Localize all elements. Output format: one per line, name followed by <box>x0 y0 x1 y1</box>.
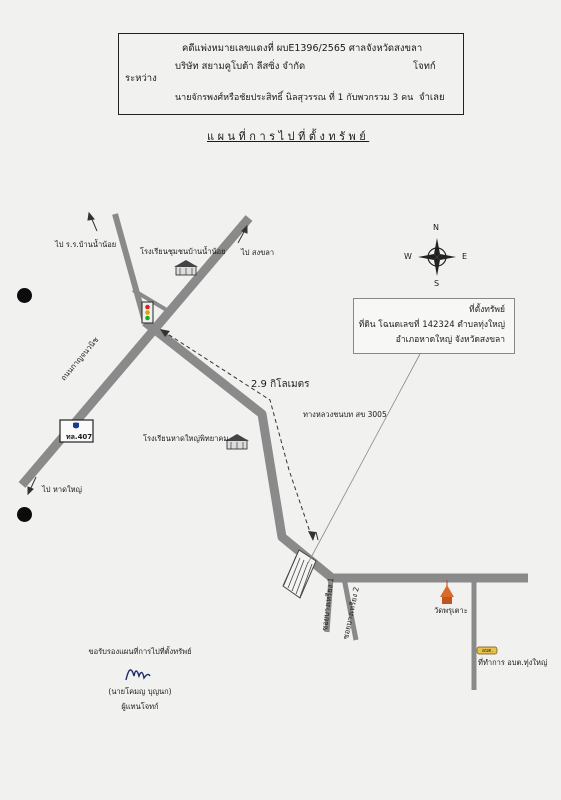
traffic-light-icon <box>141 301 154 324</box>
label-to-ban-nam-noi: ไป ร.ร.บ้านน้ำน้อย <box>55 240 117 249</box>
highway-sign-icon <box>59 419 94 443</box>
defendant-role: จำเลย <box>419 92 445 103</box>
label-school-ban-nam-noi: โรงเรียนชุมชนบ้านน้ำน้อย <box>140 247 226 256</box>
temple-icon <box>440 580 454 604</box>
callout-title: ที่ตั้งทรัพย์ <box>468 305 505 315</box>
label-temple: วัดพรุเตาะ <box>434 606 468 615</box>
label-school-hat-yai-phitthayakhom: โรงเรียนหาดใหญ่พิทยาคม <box>143 434 229 443</box>
case-number: คดีแพ่งหมายเลขแดงที่ ผบE1396/2565 ศาลจัง… <box>182 43 423 54</box>
arrow-icon-ban-nam-noi <box>87 211 98 232</box>
map-title: แผนที่การไปที่ตั้งทรัพย์ <box>207 130 370 143</box>
property-callout: ที่ตั้งทรัพย์ ที่ดิน โฉนดเลขที่ 142324 ต… <box>353 298 515 354</box>
label-to-songkhla: ไป สงขลา <box>241 248 275 257</box>
compass-icon <box>418 238 456 276</box>
rural-road-3005 <box>142 318 528 583</box>
connector-road <box>131 288 172 314</box>
plaintiff-name: บริษัท สยามคูโบต้า ลีสซิ่ง จำกัด <box>175 61 306 72</box>
arrow-icon-songkhla <box>237 224 248 244</box>
signature-block: ขอรับรองแผนที่การไปที่ตั้งทรัพย์ (นายโคม… <box>60 646 220 713</box>
handwritten-signature <box>125 669 151 681</box>
compass-e: E <box>462 252 468 261</box>
school-icon-ban-nam-noi <box>174 260 198 276</box>
between-label: ระหว่าง <box>125 73 157 84</box>
punch-hole-bottom <box>17 507 32 522</box>
compass-s: S <box>434 279 440 288</box>
punch-hole-top <box>17 288 32 303</box>
defendant-name: นายจักรพงศ์หรือชัยประสิทธิ์ นิลสุวรรณ ที… <box>175 93 414 103</box>
label-sao-sign: อบต. <box>482 648 494 654</box>
signature-certify-text: ขอรับรองแผนที่การไปที่ตั้งทรัพย์ <box>88 647 192 656</box>
signature-role: ผู้แทนโจทก์ <box>121 702 159 711</box>
label-rural-road-3005: ทางหลวงชนบท สข 3005 <box>303 410 387 419</box>
compass-n: N <box>433 223 439 232</box>
school-icon-hat-yai-phitthayakhom <box>225 434 249 450</box>
property-parcel <box>282 549 317 599</box>
office-icon <box>476 646 498 655</box>
label-highway-407: ทล.407 <box>66 433 93 441</box>
soi-1-road <box>324 577 334 633</box>
route-dashed-line <box>162 330 312 536</box>
route-arrow-start-icon <box>160 329 170 337</box>
callout-leader-line <box>306 353 421 566</box>
road-to-ban-nam-noi <box>112 213 148 323</box>
compass-w: W <box>404 252 412 261</box>
plaintiff-role: โจทก์ <box>413 61 436 72</box>
signature-name: (นายโคมญ บุญนก) <box>108 687 172 696</box>
callout-line-1: ที่ดิน โฉนดเลขที่ 142324 ตำบลทุ่งใหญ่ <box>358 320 505 330</box>
arrow-icon-hat-yai <box>27 476 37 496</box>
label-sao-office: ที่ทำการ อบต.ทุ่งใหญ่ <box>478 658 548 667</box>
soi-2-road <box>341 577 359 641</box>
route-arrow-end-icon <box>308 531 316 541</box>
label-to-hat-yai: ไป หาดใหญ่ <box>42 485 82 494</box>
arrow-icon-soi <box>315 531 319 541</box>
label-distance: 2.9 กิโลเมตร <box>251 379 310 390</box>
callout-line-2: อำเภอหาดใหญ่ จังหวัดสงขลา <box>395 335 505 345</box>
case-header-box: คดีแพ่งหมายเลขแดงที่ ผบE1396/2565 ศาลจัง… <box>118 33 464 115</box>
